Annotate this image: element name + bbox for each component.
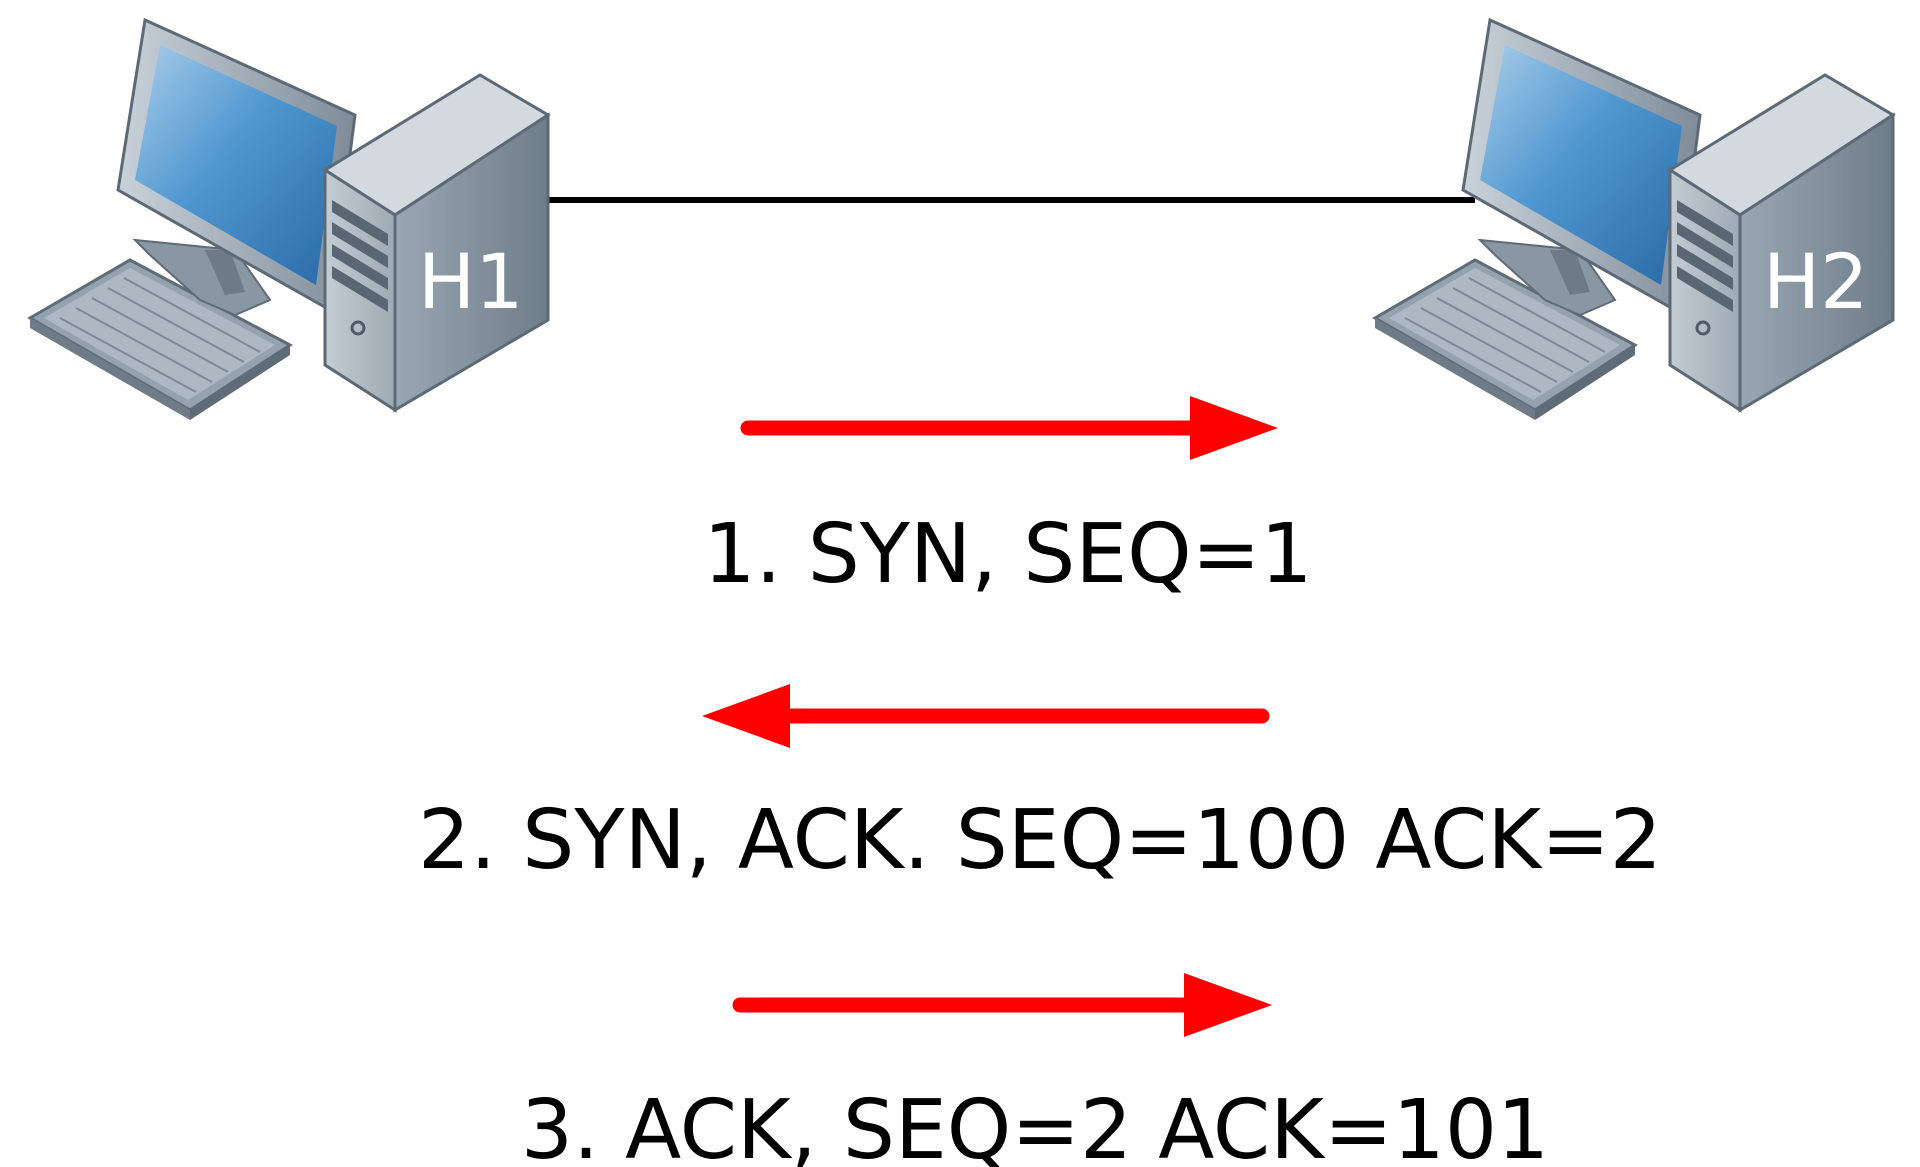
step-1-label: 1. SYN, SEQ=1 [703, 507, 1312, 602]
desktop-computer-icon [1373, 18, 1895, 422]
host-h2-label: H2 [1763, 237, 1869, 326]
desktop-computer-icon [28, 18, 550, 422]
step-2-label: 2. SYN, ACK. SEQ=100 ACK=2 [418, 793, 1662, 888]
host-h2: H2 [1373, 18, 1895, 422]
host-h1: H1 [28, 18, 550, 422]
host-h1-label: H1 [418, 237, 524, 326]
step-2-arrow [702, 684, 1270, 748]
step-1-arrow [740, 396, 1278, 460]
step-3-arrow [732, 973, 1272, 1037]
step-3-label: 3. ACK, SEQ=2 ACK=101 [521, 1083, 1549, 1167]
